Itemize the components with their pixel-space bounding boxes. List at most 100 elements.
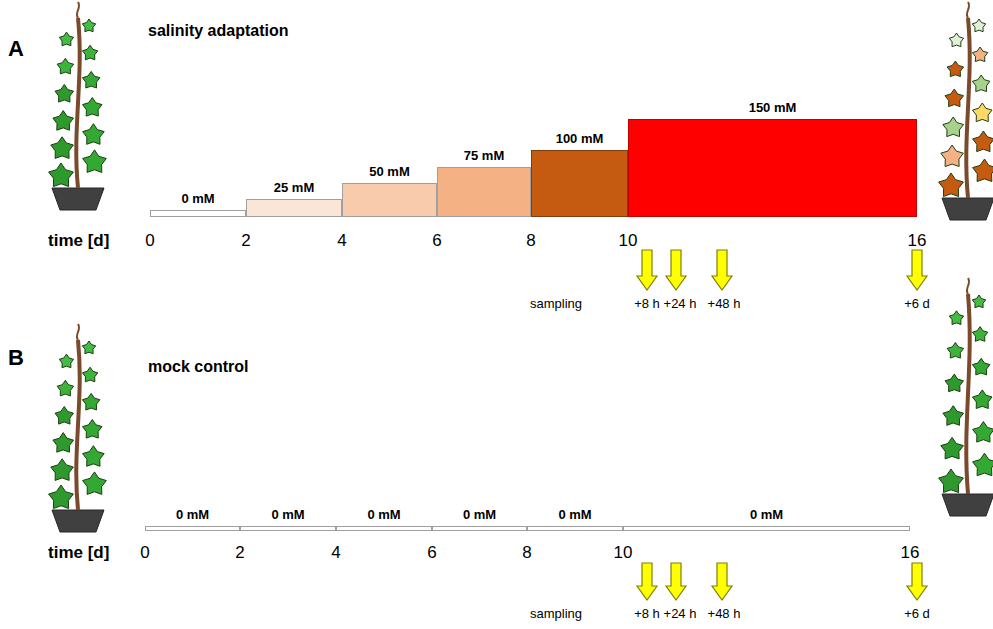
concentration-label: 100 mM: [556, 131, 604, 151]
panel-title: mock control: [148, 358, 248, 376]
tick-label: 10: [619, 231, 638, 251]
sampling-time: +6 d: [904, 296, 930, 311]
stem: [966, 18, 969, 198]
tick-label: 0: [140, 543, 149, 563]
leaf: [57, 58, 74, 74]
leaf: [53, 111, 74, 131]
sampling-label: sampling: [530, 296, 582, 311]
panel-letter: A: [8, 36, 24, 62]
concentration-label: 0 mM: [367, 507, 400, 527]
panel-title: salinity adaptation: [148, 22, 288, 40]
salinity-bar: 0 mM: [623, 526, 910, 531]
leaf: [972, 75, 990, 92]
leaf: [939, 173, 964, 197]
panel-letter: B: [8, 345, 24, 371]
leaf: [82, 367, 97, 382]
axis-title: time [d]: [48, 543, 109, 563]
leaf: [83, 150, 107, 173]
leaf: [59, 354, 73, 368]
leaf: [83, 446, 105, 467]
leaf: [53, 433, 74, 453]
leaf: [972, 358, 990, 375]
stem: [76, 340, 79, 510]
concentration-label: 0 mM: [463, 507, 496, 527]
salinity-bar: 0 mM: [150, 210, 246, 217]
salinity-bar: 0 mM: [336, 526, 432, 531]
tick-label: 4: [331, 543, 340, 563]
salinity-bar: 75 mM: [437, 167, 531, 217]
leaf: [945, 374, 964, 392]
leaf: [82, 341, 95, 354]
stem: [966, 294, 969, 494]
concentration-label: 0 mM: [558, 507, 591, 527]
sampling-arrow: [666, 250, 686, 290]
pot: [942, 198, 993, 220]
grapevine-plant: [49, 2, 107, 210]
leaf: [973, 453, 993, 476]
leaf: [57, 380, 74, 396]
leaf: [949, 33, 963, 47]
tick-label: 2: [241, 231, 250, 251]
tick-label: 10: [614, 543, 633, 563]
grapevine-plant: [939, 278, 993, 516]
leaf: [972, 19, 985, 32]
leaf: [49, 163, 74, 187]
leaf: [973, 159, 993, 182]
leaf: [83, 98, 103, 117]
leaf: [972, 327, 987, 342]
sampling-time: +24 h: [664, 296, 697, 311]
concentration-label: 50 mM: [369, 164, 409, 184]
grapevine-plant: [939, 2, 993, 220]
salinity-bar: 0 mM: [240, 526, 336, 531]
tick-label: 0: [145, 231, 154, 251]
axis-title: time [d]: [48, 231, 109, 251]
pot: [52, 188, 104, 210]
grapevine-plant: [49, 324, 107, 532]
tick-label: 6: [432, 231, 441, 251]
leaf: [82, 393, 100, 410]
tick-label: 8: [526, 231, 535, 251]
pot: [52, 510, 104, 532]
sampling-arrow: [637, 250, 657, 290]
leaf: [972, 47, 987, 62]
leaf: [82, 19, 95, 32]
leaf: [973, 422, 993, 443]
tick-label: 16: [908, 231, 927, 251]
leaf: [947, 343, 964, 359]
salinity-bar: 0 mM: [527, 526, 623, 531]
sampling-arrow: [907, 250, 927, 290]
sampling-time: +48 h: [708, 296, 741, 311]
leaf: [972, 295, 985, 308]
leaf: [973, 103, 993, 122]
tick-label: 8: [522, 543, 531, 563]
salinity-bar: 0 mM: [432, 526, 527, 531]
leaf: [949, 311, 963, 325]
concentration-label: 0 mM: [271, 507, 304, 527]
sampling-time: +8 h: [634, 296, 660, 311]
leaf: [82, 71, 100, 88]
leaf: [947, 61, 964, 77]
leaf: [83, 472, 107, 495]
salinity-bar: 25 mM: [246, 199, 342, 217]
leaf: [973, 390, 993, 409]
concentration-label: 25 mM: [274, 180, 314, 200]
salinity-bar: 100 mM: [531, 150, 628, 217]
concentration-label: 150 mM: [749, 100, 797, 120]
leaf: [83, 420, 103, 439]
leaf: [83, 124, 105, 145]
tick-label: 2: [235, 543, 244, 563]
tick-label: 6: [427, 543, 436, 563]
leaf: [943, 117, 964, 137]
leaf: [941, 145, 964, 167]
sampling-time: +48 h: [708, 606, 741, 621]
sampling-arrow: [666, 563, 686, 600]
leaf: [59, 32, 73, 46]
sampling-arrow: [712, 250, 732, 290]
salinity-bar: 50 mM: [342, 183, 437, 217]
leaf: [945, 89, 964, 107]
stem: [76, 18, 79, 188]
sampling-arrow: [907, 563, 927, 600]
leaf: [82, 45, 97, 60]
tick-label: 4: [337, 231, 346, 251]
leaf: [943, 406, 964, 426]
